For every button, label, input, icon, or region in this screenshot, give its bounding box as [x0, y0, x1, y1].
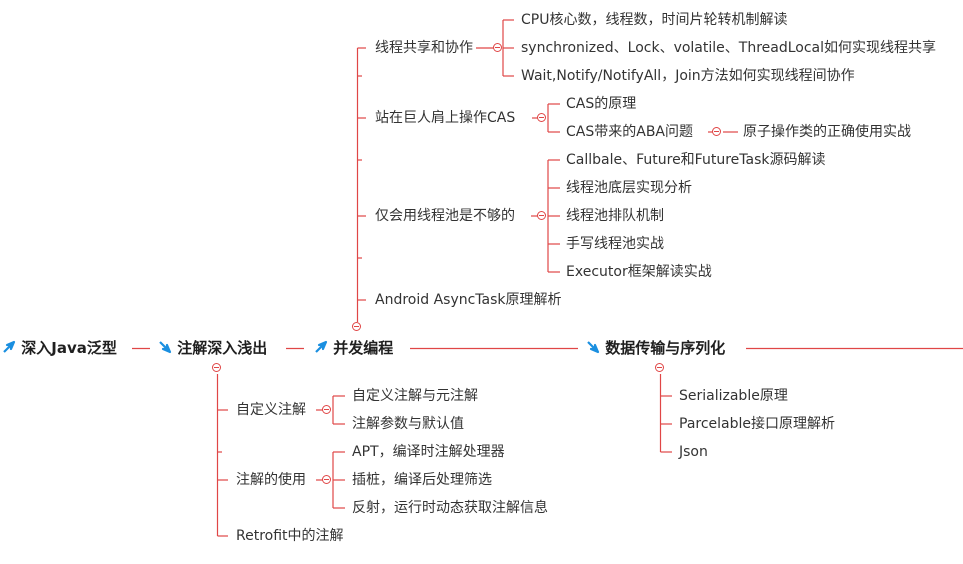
node-pool-queue[interactable]: 线程池排队机制	[566, 208, 664, 224]
main-node-java-generics[interactable]: 深入Java泛型	[2, 338, 117, 358]
arrow-down-right-icon	[158, 340, 172, 354]
main-node-label: 并发编程	[333, 339, 394, 357]
node-cas-aba[interactable]: CAS带来的ABA问题	[566, 124, 693, 140]
node-custom-annotation[interactable]: 自定义注解	[236, 402, 306, 418]
node-json[interactable]: Json	[679, 444, 708, 460]
node-atomic-classes[interactable]: 原子操作类的正确使用实战	[743, 124, 911, 140]
main-node-label: 注解深入浅出	[177, 339, 268, 357]
node-asynctask[interactable]: Android AsyncTask原理解析	[375, 292, 562, 308]
collapse-toggle-custom-annotation[interactable]	[322, 405, 331, 414]
node-annotation-usage[interactable]: 注解的使用	[236, 472, 306, 488]
node-serializable[interactable]: Serializable原理	[679, 388, 788, 404]
collapse-toggle-sharing[interactable]	[493, 43, 502, 52]
node-thread-pool[interactable]: 仅会用线程池是不够的	[375, 208, 515, 224]
node-cas-principle[interactable]: CAS的原理	[566, 96, 637, 112]
node-meta-annotation[interactable]: 自定义注解与元注解	[352, 388, 478, 404]
collapse-toggle-annotation-usage[interactable]	[322, 475, 331, 484]
node-apt[interactable]: APT，编译时注解处理器	[352, 444, 505, 460]
node-thread-sharing[interactable]: 线程共享和协作	[375, 40, 473, 56]
node-instrumentation[interactable]: 插桩，编译后处理筛选	[352, 472, 492, 488]
arrow-up-right-icon	[314, 340, 328, 354]
node-future[interactable]: Callbale、Future和FutureTask源码解读	[566, 152, 826, 168]
collapse-toggle-serialization[interactable]	[655, 363, 664, 372]
node-reflection[interactable]: 反射，运行时动态获取注解信息	[352, 500, 548, 516]
main-node-label: 深入Java泛型	[21, 339, 117, 357]
node-annotation-params[interactable]: 注解参数与默认值	[352, 416, 464, 432]
main-node-concurrency[interactable]: 并发编程	[314, 338, 393, 358]
node-pool-impl[interactable]: 线程池底层实现分析	[566, 180, 692, 196]
collapse-toggle-aba[interactable]	[712, 127, 721, 136]
collapse-toggle-pool[interactable]	[537, 211, 546, 220]
collapse-toggle-annotation[interactable]	[212, 363, 221, 372]
arrow-down-right-icon	[586, 340, 600, 354]
node-wait-notify[interactable]: Wait,Notify/NotifyAll，Join方法如何实现线程间协作	[521, 68, 855, 84]
node-synchronized[interactable]: synchronized、Lock、volatile、ThreadLocal如何…	[521, 40, 937, 56]
main-node-annotations[interactable]: 注解深入浅出	[158, 338, 267, 358]
node-handwritten-pool[interactable]: 手写线程池实战	[566, 236, 664, 252]
collapse-toggle-cas[interactable]	[537, 113, 546, 122]
node-retrofit[interactable]: Retrofit中的注解	[236, 528, 344, 544]
node-cpu-cores[interactable]: CPU核心数，线程数，时间片轮转机制解读	[521, 12, 788, 28]
main-node-label: 数据传输与序列化	[605, 339, 726, 357]
arrow-up-right-icon	[2, 340, 16, 354]
node-parcelable[interactable]: Parcelable接口原理解析	[679, 416, 836, 432]
collapse-toggle-concurrency[interactable]	[352, 322, 361, 331]
node-executor[interactable]: Executor框架解读实战	[566, 264, 712, 280]
main-node-serialization[interactable]: 数据传输与序列化	[586, 338, 725, 358]
node-cas[interactable]: 站在巨人肩上操作CAS	[375, 110, 516, 126]
